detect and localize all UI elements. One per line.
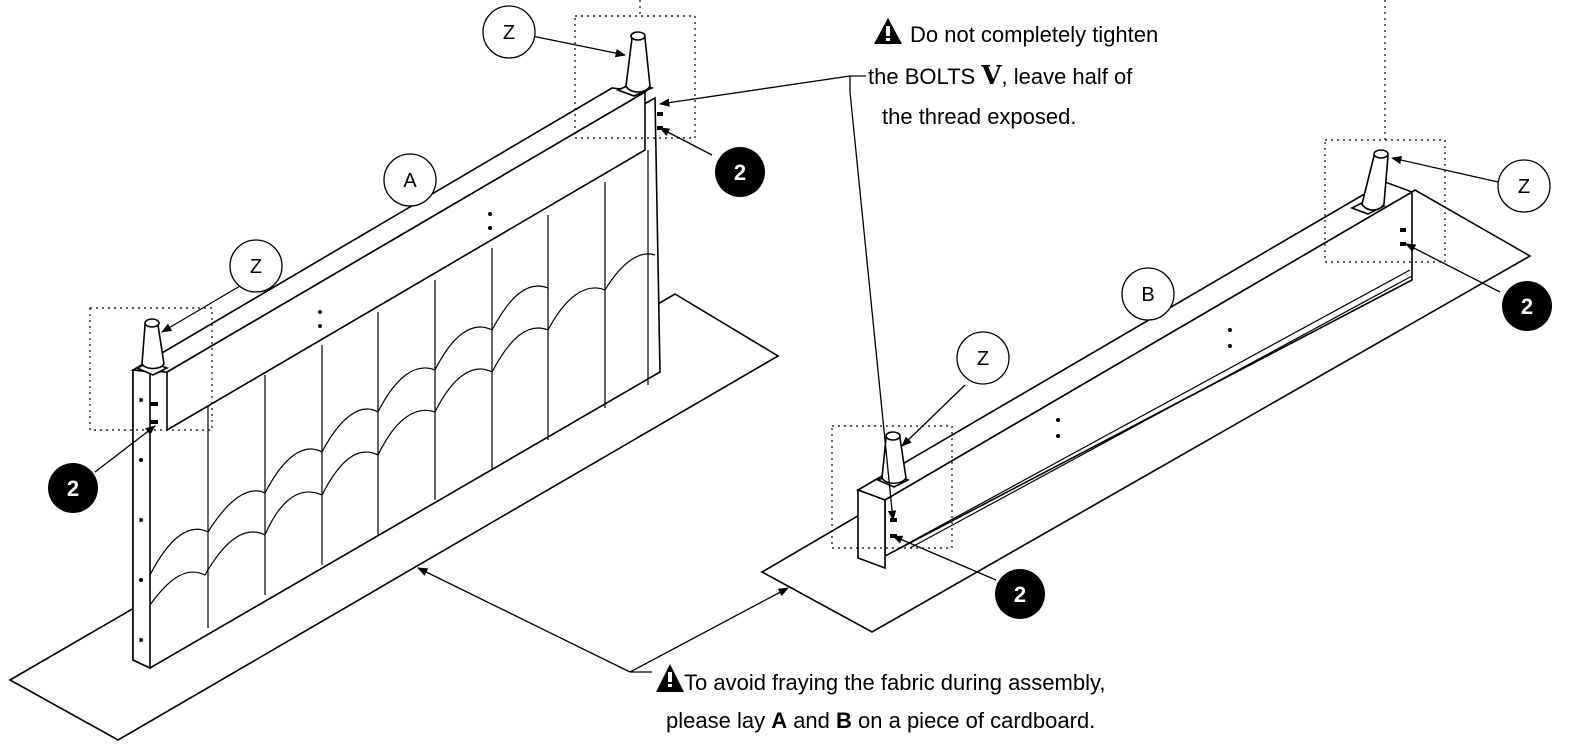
detail-box-b-left: [831, 425, 953, 549]
svg-text:2: 2: [1521, 294, 1533, 319]
svg-text:Z: Z: [1518, 176, 1530, 198]
foot-z-b-left: [875, 431, 910, 488]
foot-label-z-top: Z: [482, 5, 536, 59]
svg-text:Z: Z: [250, 256, 262, 278]
detail-box-a-right: [574, 15, 696, 139]
step-badge-left-a: 2: [48, 463, 98, 513]
part-a-assembly: [130, 31, 663, 670]
bolt-warning-note: Do not completely tighten the BOLTS V, l…: [868, 18, 1158, 129]
cardboard-warning-note: To avoid fraying the fabric during assem…: [656, 664, 1105, 733]
svg-text:Z: Z: [977, 348, 989, 370]
foot-label-z-left: Z: [229, 239, 283, 293]
svg-text:2: 2: [1014, 582, 1026, 607]
svg-text:To avoid fraying the fabric du: To avoid fraying the fabric during assem…: [684, 670, 1105, 695]
foot-label-z-right: Z: [1497, 159, 1551, 213]
foot-label-z-mid: Z: [956, 331, 1010, 385]
detail-box-a-left: [89, 307, 213, 431]
fabric-tufting: [139, 253, 656, 621]
part-b-assembly: [856, 149, 1414, 570]
svg-text:Do not completely tighten: Do not completely tighten: [910, 22, 1158, 47]
svg-text:Z: Z: [503, 22, 515, 44]
part-label-b: B: [1121, 267, 1175, 321]
svg-text:2: 2: [67, 476, 79, 501]
step-badge-bottom-b: 2: [995, 569, 1045, 619]
svg-text:2: 2: [734, 160, 746, 185]
foot-z-a-right: [615, 31, 655, 97]
svg-text:the BOLTS V, leave half of: the BOLTS V, leave half of: [868, 61, 1133, 91]
svg-text:A: A: [403, 170, 417, 192]
foot-z-a-left: [135, 318, 170, 376]
leg-post-holes: [139, 398, 143, 642]
fabric-seams: [207, 150, 649, 628]
step-badge-right-b: 2: [1502, 281, 1552, 331]
svg-text:the thread exposed.: the thread exposed.: [882, 104, 1076, 129]
svg-text:please lay A and B on a piece: please lay A and B on a piece of cardboa…: [666, 708, 1095, 733]
foot-z-b-right: [1350, 149, 1389, 215]
leader-lines: [94, 35, 1501, 673]
warning-triangle-icon: [874, 18, 902, 44]
svg-text:B: B: [1141, 284, 1154, 306]
warning-triangle-icon: [656, 664, 684, 692]
part-label-a: A: [383, 153, 437, 207]
step-badge-top-right-a: 2: [715, 147, 765, 197]
